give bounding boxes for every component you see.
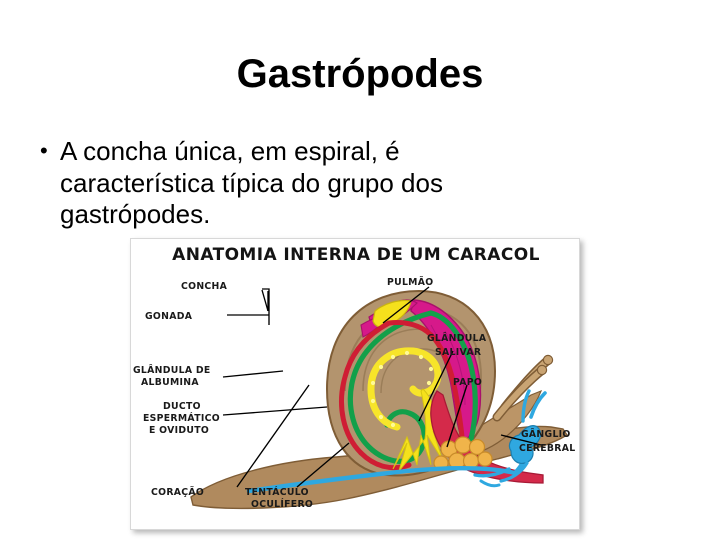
label-glandula-salivar-line1: GLÂNDULA [427, 332, 487, 344]
green-duct [347, 310, 478, 464]
bullet-text: A concha única, em espiral, é caracterís… [60, 136, 443, 230]
label-ducto-line3: E OVIDUTO [149, 425, 209, 436]
snail-anatomy-illustration: CONCHA GONADA GLÂNDULA DE ALBUMINA DUCTO… [133, 277, 575, 510]
figure-labels: CONCHA GONADA GLÂNDULA DE ALBUMINA DUCTO… [133, 277, 575, 510]
label-pulmao: PULMÃO [387, 277, 433, 288]
label-ducto-line2: ESPERMÁTICO [143, 412, 220, 424]
label-papo: PAPO [453, 377, 482, 388]
gonad-organ [372, 299, 412, 328]
figure-title: ANATOMIA INTERNA DE UM CARACOL [172, 245, 540, 265]
tentacles [492, 354, 554, 422]
label-concha: CONCHA [181, 281, 228, 292]
label-tentaculo-line1: TENTÁCULO [245, 486, 309, 498]
nervous-system [246, 389, 547, 494]
label-ganglio-line2: CEREBRAL [519, 443, 575, 454]
label-glandula-albumina-line1: GLÂNDULA DE [133, 364, 211, 376]
bullet-icon: • [40, 138, 48, 163]
label-gonada: GONADA [145, 311, 193, 322]
body-content: • A concha única, em espiral, é caracter… [40, 136, 460, 231]
label-glandula-salivar-line2: SALIVAR [435, 347, 481, 358]
label-ducto-line1: DUCTO [163, 401, 201, 412]
label-coracao: CORAÇÃO [151, 487, 204, 498]
page-title: Gastrópodes [236, 52, 484, 96]
leader-lines [222, 286, 542, 488]
label-glandula-albumina-line2: ALBUMINA [141, 377, 199, 388]
label-ganglio-line1: GÂNGLIO [521, 428, 571, 440]
anatomy-figure: ANATOMIA INTERNA DE UM CARACOL [130, 238, 580, 530]
list-item: • A concha única, em espiral, é caracter… [40, 136, 460, 231]
label-tentaculo-line2: OCULÍFERO [251, 498, 313, 510]
